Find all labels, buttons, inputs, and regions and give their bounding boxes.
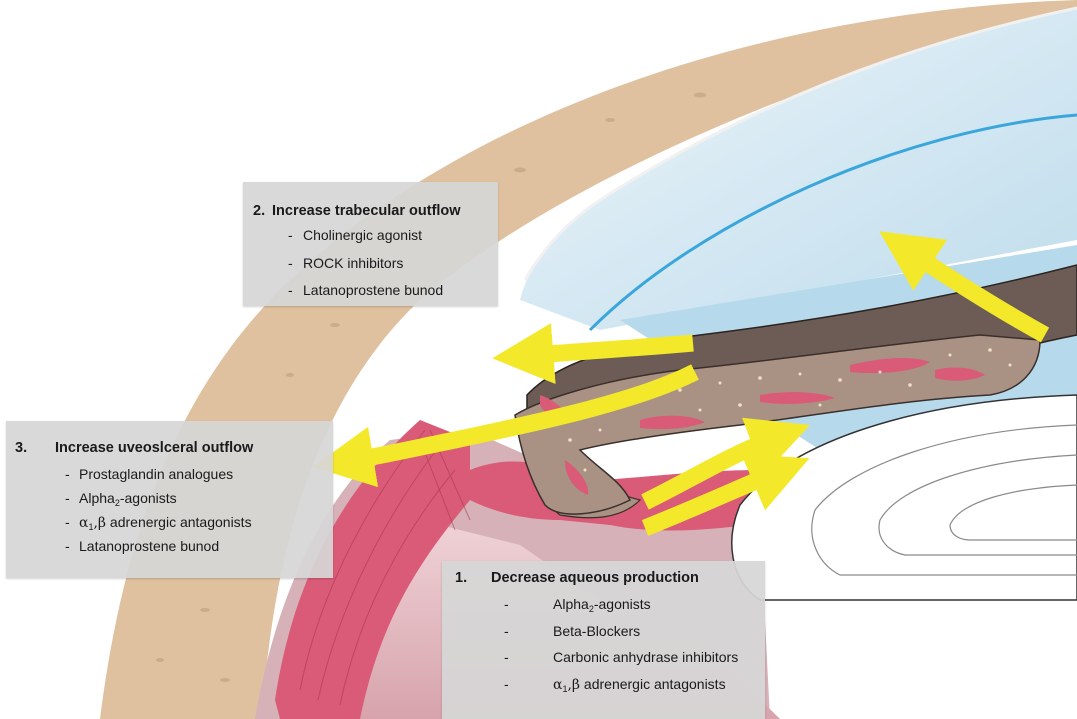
list-item: -Beta-Blockers [553, 621, 738, 648]
item-alpha1-beta-antagonists: α1,β adrenergic antagonists [553, 676, 726, 692]
trabecular-outflow-list: -Cholinergic agonist -ROCK inhibitors -L… [303, 225, 443, 308]
bullet-dash: - [288, 225, 293, 245]
item-alpha1-beta-antagonists: α1,β adrenergic antagonists [79, 514, 252, 530]
item-prostaglandin-analogues: Prostaglandin analogues [79, 466, 233, 482]
item-beta-blockers: Beta-Blockers [553, 623, 640, 639]
uveoscleral-outflow-box: 3.Increase uveoslceral outflow -Prostagl… [6, 421, 333, 578]
trabecular-outflow-box: 2.Increase trabecular outflow -Cholinerg… [243, 182, 498, 306]
bullet-dash: - [504, 621, 509, 641]
aqueous-production-heading: 1.Decrease aqueous production [455, 570, 699, 586]
bullet-dash: - [504, 647, 509, 667]
list-item: -Latanoprostene bunod [303, 280, 443, 308]
item-cholinergic-agonist: Cholinergic agonist [303, 227, 422, 243]
bullet-dash: - [288, 280, 293, 300]
arrow-trabecular-out [535, 343, 693, 355]
list-item: -Latanoprostene bunod [79, 536, 252, 560]
uveoscleral-outflow-number: 3. [15, 440, 55, 456]
uveoscleral-outflow-title: Increase uveoslceral outflow [55, 440, 253, 456]
list-item: -Alpha2-agonists [79, 488, 252, 512]
trabecular-outflow-title: Increase trabecular outflow [272, 203, 461, 219]
list-item: -Cholinergic agonist [303, 225, 443, 253]
list-item: -Alpha2-agonists [553, 594, 738, 621]
item-latanoprostene-bunod: Latanoprostene bunod [79, 538, 219, 554]
item-rock-inhibitors: ROCK inhibitors [303, 255, 403, 271]
trabecular-outflow-number: 2. [253, 203, 272, 219]
bullet-dash: - [504, 674, 509, 694]
bullet-dash: - [65, 488, 70, 508]
uveoscleral-outflow-heading: 3.Increase uveoslceral outflow [15, 440, 253, 456]
item-carbonic-anhydrase-inhibitors: Carbonic anhydrase inhibitors [553, 649, 738, 665]
item-latanoprostene-bunod: Latanoprostene bunod [303, 282, 443, 298]
bullet-dash: - [288, 253, 293, 273]
aqueous-production-title: Decrease aqueous production [491, 570, 699, 586]
list-item: -Carbonic anhydrase inhibitors [553, 647, 738, 674]
item-alpha2-agonists: Alpha2-agonists [79, 490, 177, 506]
uveoscleral-outflow-list: -Prostaglandin analogues -Alpha2-agonist… [79, 464, 252, 560]
list-item: -ROCK inhibitors [303, 253, 443, 281]
aqueous-production-number: 1. [455, 570, 491, 586]
bullet-dash: - [65, 464, 70, 484]
aqueous-production-box: 1.Decrease aqueous production -Alpha2-ag… [442, 561, 765, 719]
list-item: -Prostaglandin analogues [79, 464, 252, 488]
bullet-dash: - [65, 512, 70, 532]
list-item: -α1,β adrenergic antagonists [79, 512, 252, 536]
bullet-dash: - [504, 594, 509, 614]
item-alpha2-agonists: Alpha2-agonists [553, 596, 651, 612]
trabecular-outflow-heading: 2.Increase trabecular outflow [253, 203, 461, 219]
list-item: -α1,β adrenergic antagonists [553, 674, 738, 701]
bullet-dash: - [65, 536, 70, 556]
aqueous-production-list: -Alpha2-agonists -Beta-Blockers -Carboni… [553, 594, 738, 700]
